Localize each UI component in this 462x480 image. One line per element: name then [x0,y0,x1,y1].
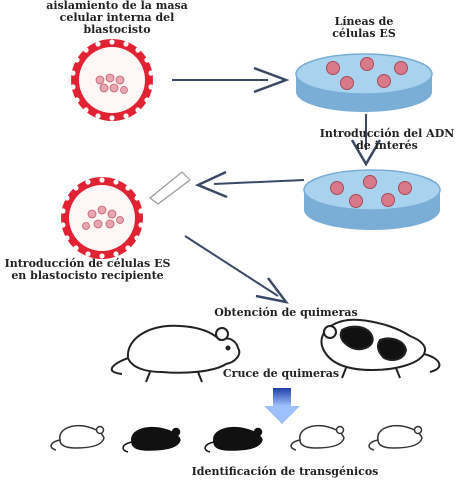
chimera-mouse-patched [320,318,441,379]
blastocyst-donor [70,39,154,121]
arrow-to-dna-dish [350,114,382,167]
arrow-to-chimeras [184,235,289,304]
arrow-to-es-lines [172,66,290,94]
petri-dish-dna [303,169,441,230]
petri-dish-es-lines [295,53,433,112]
arrow-to-recipient [194,170,305,199]
label-isolation: aislamiento de la masa celular interna d… [46,0,188,36]
label-es-into-blastocyst: Introducción de células ES en blastocist… [4,257,171,282]
label-transgenic-id: Identificación de transgénicos [191,465,379,478]
offspring-mouse-2 [122,426,181,453]
label-dna-introduction: Introducción del ADN de interés [319,127,455,152]
offspring-mouse-5 [368,424,423,451]
chimera-mouse-white [110,324,241,383]
offspring-mouse-4 [290,424,345,451]
label-chimeras: Obtención de quimeras [214,306,358,319]
arrow-to-offspring [264,388,300,424]
offspring-mouse-3 [204,426,263,453]
label-chimera-cross: Cruce de quimeras [222,367,340,380]
label-es-lines: Líneas de células ES [332,15,396,40]
offspring-mouse-1 [50,424,105,451]
blastocyst-recipient [60,171,191,259]
